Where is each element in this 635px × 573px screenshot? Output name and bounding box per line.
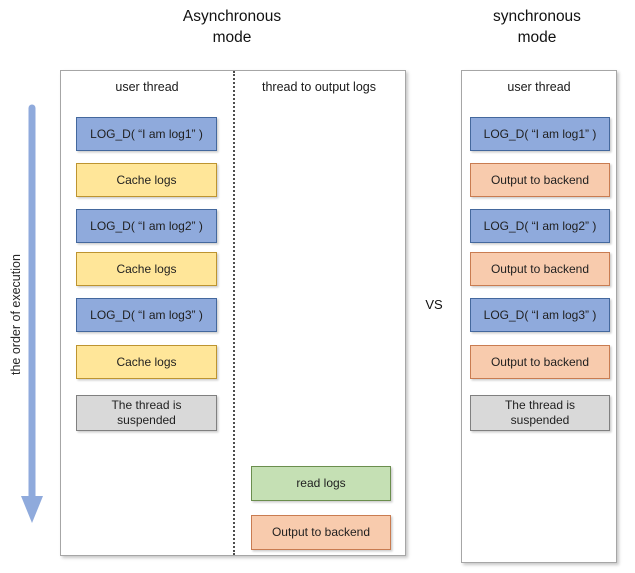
async-thread-suspended-box: The thread is suspended [76,395,217,431]
async-mode-title-line1: Asynchronous [182,8,282,25]
async-mode-title-line2: mode [212,28,252,46]
sync-thread-suspended-box: The thread is suspended [470,395,610,431]
async-log-call-3-box: LOG_D( “I am log3” ) [76,298,217,332]
async-read-logs-box: read logs [251,466,391,501]
async-cache-logs-3-box: Cache logs [76,345,217,379]
execution-order-arrow-icon [21,104,43,523]
execution-order-label: the order of execution [9,254,23,376]
async-logger-thread-header: thread to output logs [262,80,376,94]
async-user-thread-header: user thread [115,80,179,94]
sync-mode-title-line1: synchronous [493,8,581,25]
sync-output-backend-2-box: Output to backend [470,252,610,286]
sync-panel: user thread LOG_D( “I am log1” ) Output … [461,70,617,563]
sync-log-call-1-box: LOG_D( “I am log1” ) [470,117,610,151]
sync-user-thread-header: user thread [507,80,571,94]
async-cache-logs-2-box: Cache logs [76,252,217,286]
async-log-call-1-box: LOG_D( “I am log1” ) [76,117,217,151]
sync-output-backend-1-box: Output to backend [470,163,610,197]
sync-output-backend-3-box: Output to backend [470,345,610,379]
vs-label: VS [425,297,443,312]
sync-mode-title-line2: mode [517,28,557,46]
async-panel: user thread thread to output logs LOG_D(… [60,70,406,556]
async-output-backend-box: Output to backend [251,515,391,550]
sync-log-call-2-box: LOG_D( “I am log2” ) [470,209,610,243]
sync-log-call-3-box: LOG_D( “I am log3” ) [470,298,610,332]
async-cache-logs-1-box: Cache logs [76,163,217,197]
thread-divider-dotted-line [233,71,235,555]
sync-mode-title: synchronous mode [477,7,597,49]
async-mode-title: Asynchronous mode [172,7,292,49]
async-log-call-2-box: LOG_D( “I am log2” ) [76,209,217,243]
